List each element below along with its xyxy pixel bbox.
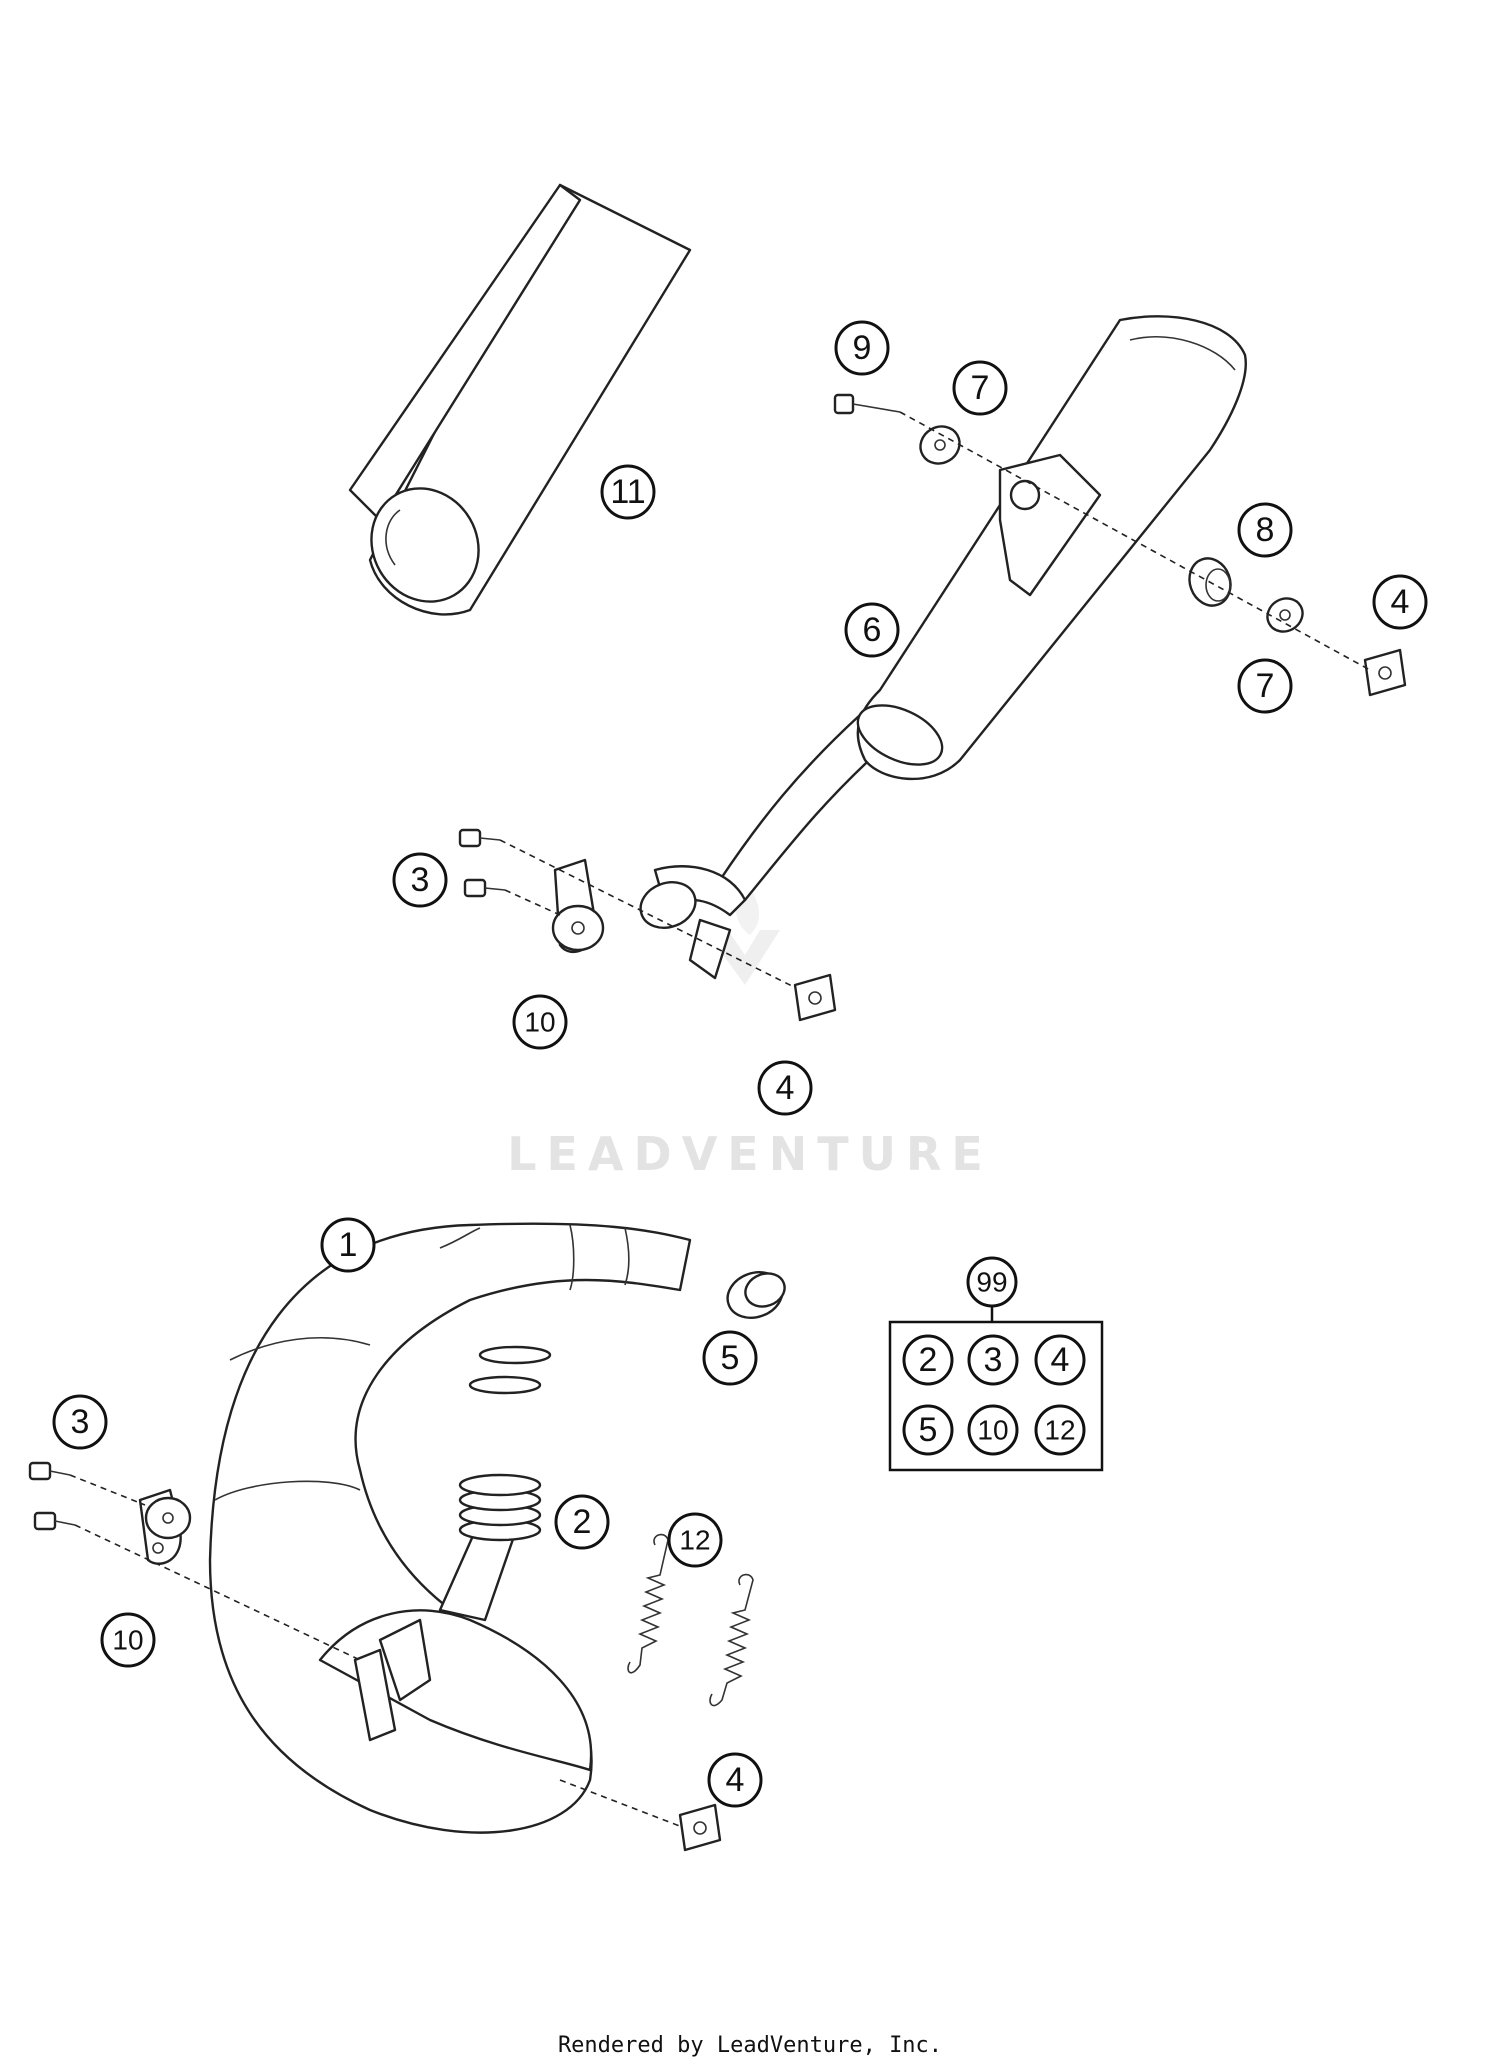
- svg-text:4: 4: [726, 1761, 745, 1799]
- kit-99-label: 99: [976, 1267, 1007, 1298]
- svg-text:7: 7: [1256, 667, 1275, 705]
- callout-12: 12: [667, 1512, 723, 1568]
- kit-item: 12: [1044, 1415, 1075, 1446]
- callout-6: 6: [844, 602, 900, 658]
- svg-text:4: 4: [1391, 583, 1410, 621]
- callout-3-upper: 3: [392, 852, 448, 908]
- callout-7-upper: 7: [952, 360, 1008, 416]
- part-11-protection-sleeve: [348, 183, 692, 616]
- kit-item: 5: [919, 1411, 938, 1449]
- svg-text:8: 8: [1256, 511, 1275, 549]
- part-10-upper-bracket: [551, 858, 605, 954]
- callout-4-upper: 4: [757, 1060, 813, 1116]
- callout-1: 1: [320, 1217, 376, 1273]
- part-12-springs: [627, 1533, 754, 1707]
- svg-text:1: 1: [339, 1226, 358, 1264]
- svg-text:10: 10: [112, 1625, 143, 1656]
- footer-credit: Rendered by LeadVenture, Inc.: [558, 2033, 942, 2058]
- part-4-lower-nut: [678, 1803, 722, 1852]
- callout-4-lower: 4: [707, 1752, 763, 1808]
- callout-10-lower: 10: [100, 1612, 156, 1668]
- part-1-exhaust-pipe: [208, 1222, 692, 1834]
- svg-text:9: 9: [853, 329, 872, 367]
- svg-text:4: 4: [776, 1069, 795, 1107]
- callout-2: 2: [554, 1494, 610, 1550]
- kit-item: 10: [977, 1415, 1008, 1446]
- svg-text:7: 7: [971, 369, 990, 407]
- callout-7-lower: 7: [1237, 658, 1293, 714]
- part-7-washer-upper: [919, 425, 961, 465]
- callout-4-silencer: 4: [1372, 574, 1428, 630]
- svg-text:10: 10: [524, 1007, 555, 1038]
- svg-text:3: 3: [71, 1403, 90, 1441]
- part-4-silencer-nut: [1363, 648, 1407, 697]
- part-5-sleeve: [726, 1271, 786, 1319]
- callout-5: 5: [702, 1330, 758, 1386]
- svg-text:3: 3: [411, 861, 430, 899]
- watermark-text: LEADVENTURE: [507, 1127, 993, 1181]
- kit-item: 2: [919, 1341, 938, 1379]
- callout-9: 9: [834, 320, 890, 376]
- part-6-silencer: [639, 315, 1247, 980]
- part-9-bolt: [833, 393, 901, 415]
- svg-text:6: 6: [863, 611, 882, 649]
- part-10-lower-bracket: [138, 1488, 192, 1565]
- callout-11: 11: [600, 464, 656, 520]
- part-4-upper-nut: [793, 973, 837, 1022]
- kit-99-box: 99 2 3 4 5 10 12: [888, 1256, 1104, 1472]
- svg-text:12: 12: [679, 1525, 710, 1556]
- callout-3-lower: 3: [52, 1394, 108, 1450]
- svg-text:2: 2: [573, 1503, 592, 1541]
- kit-item: 3: [984, 1341, 1003, 1379]
- part-3-lower-bolts: [28, 1461, 76, 1531]
- callout-10-upper: 10: [512, 994, 568, 1050]
- kit-item: 4: [1051, 1341, 1070, 1379]
- part-3-upper-bolts: [458, 828, 506, 898]
- svg-text:5: 5: [721, 1339, 740, 1377]
- part-2-seal-rings: [458, 1345, 552, 1542]
- callout-8: 8: [1237, 502, 1293, 558]
- svg-text:11: 11: [610, 473, 645, 511]
- part-7-washer-lower: [1266, 597, 1304, 633]
